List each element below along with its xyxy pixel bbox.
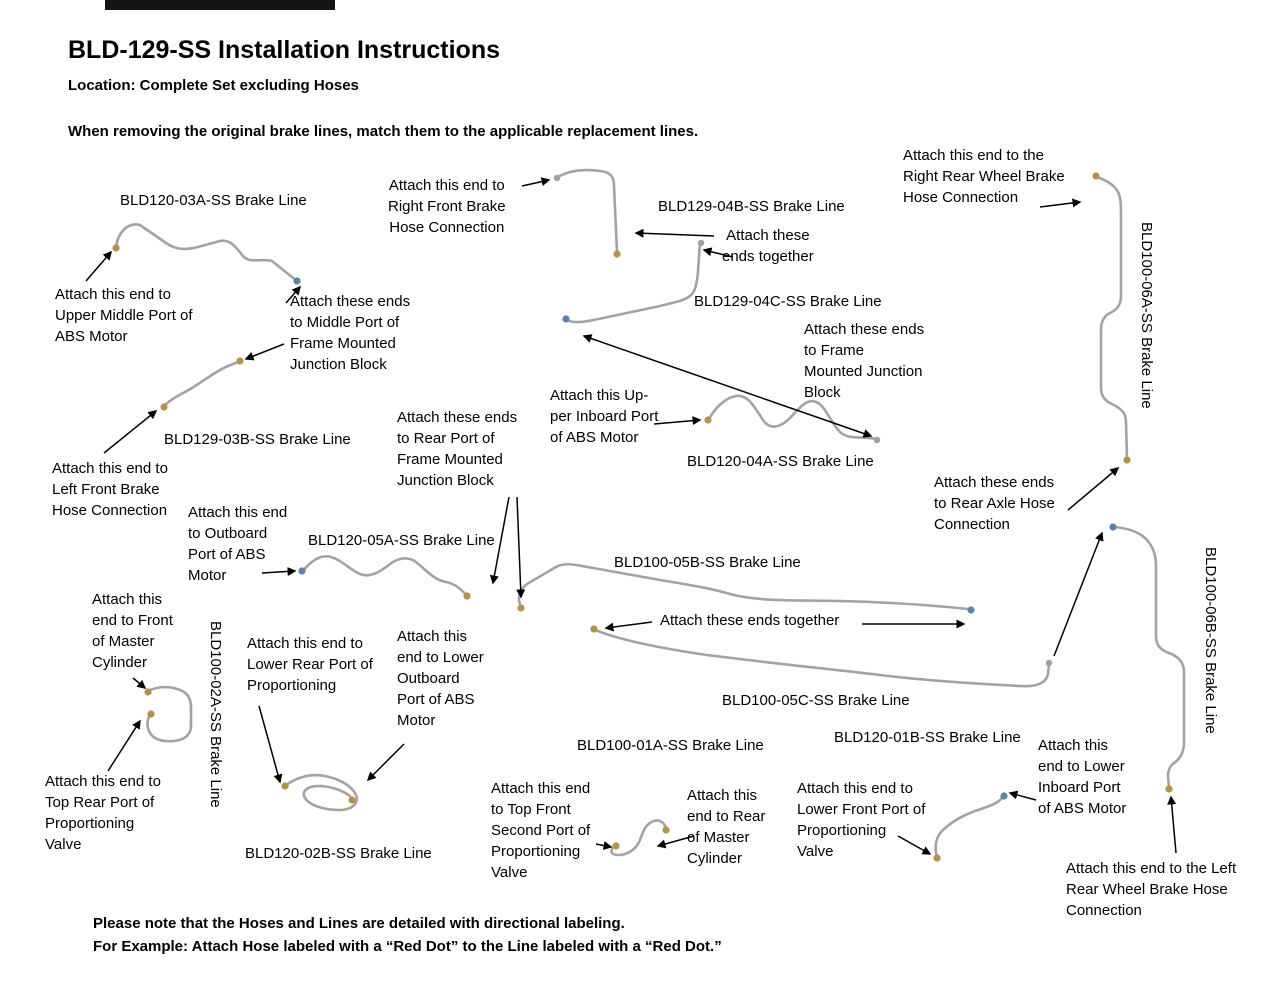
- annotation-arrows: [85, 177, 1177, 855]
- part-label-bld129-03b: BLD129-03B-SS Brake Line: [164, 431, 351, 448]
- part-label-bld100-02a: BLD100-02A-SS Brake Line: [207, 621, 224, 808]
- cropped-header-bar: [105, 0, 335, 10]
- part-label-bld129-04b: BLD129-04B-SS Brake Line: [658, 198, 845, 215]
- part-label-bld100-06a: BLD100-06A-SS Brake Line: [1138, 222, 1155, 409]
- annotation-rear-axle-hose: Attach these ends to Rear Axle Hose Conn…: [934, 474, 1055, 533]
- brake-line-bld100-06a: [1095, 175, 1129, 460]
- brake-line-bld100-06b: [1112, 525, 1186, 790]
- part-label-bld120-03a: BLD120-03A-SS Brake Line: [120, 192, 307, 209]
- part-label-bld100-06b: BLD100-06B-SS Brake Line: [1202, 547, 1219, 734]
- location-subtitle: Location: Complete Set excluding Hoses: [68, 77, 359, 94]
- annotation-ends-together-middle: Attach these ends together: [660, 612, 840, 629]
- brake-line-bld100-02a: [146, 685, 193, 743]
- brake-line-bld120-03a: [114, 223, 299, 283]
- annotation-top-rear-proportioning: Attach this end to Top Rear Port of Prop…: [45, 773, 161, 853]
- brake-line-bld129-03b: [162, 360, 240, 408]
- annotation-rear-master-cylinder: Attach this end to Rear of Master Cylind…: [687, 787, 766, 867]
- brake-line-bld120-01b: [934, 793, 1006, 859]
- annotation-outboard-abs: Attach this end to Outboard Port of ABS …: [188, 504, 288, 584]
- footer-note-2: For Example: Attach Hose labeled with a …: [93, 938, 722, 955]
- brake-line-bld120-05a: [301, 555, 468, 597]
- annotation-rear-port-junction: Attach these ends to Rear Port of Frame …: [397, 409, 518, 489]
- part-label-bld120-01b: BLD120-01B-SS Brake Line: [834, 729, 1021, 746]
- annotation-lower-rear-proportioning: Attach this end to Lower Rear Port of Pr…: [247, 635, 373, 694]
- brake-line-bld120-02b: [283, 773, 358, 812]
- footer-note-1: Please note that the Hoses and Lines are…: [93, 915, 625, 932]
- annotation-top-front-second-proportioning: Attach this end to Top Front Second Port…: [491, 780, 591, 881]
- brake-line-bld129-04b: [556, 168, 619, 254]
- annotation-front-master-cylinder: Attach this end to Front of Master Cylin…: [92, 591, 173, 671]
- annotation-lower-inboard-abs: Attach this end to Lower Inboard Port of…: [1038, 737, 1127, 817]
- annotation-ends-together-top: Attach these ends together: [722, 227, 814, 265]
- annotation-left-front-hose: Attach this end to Left Front Brake Hose…: [52, 460, 168, 519]
- line-end-fittings: [112, 172, 1173, 862]
- brake-line-bld100-05c: [593, 628, 1051, 688]
- annotation-lower-outboard-abs: Attach this end to Lower Outboard Port o…: [397, 628, 484, 729]
- part-label-bld129-04c: BLD129-04C-SS Brake Line: [694, 293, 882, 310]
- intro-instruction: When removing the original brake lines, …: [68, 123, 699, 140]
- annotation-upper-inboard-abs: Attach this Up- per Inboard Port of ABS …: [550, 387, 659, 446]
- annotation-right-rear-wheel-hose: Attach this end to the Right Rear Wheel …: [903, 147, 1065, 206]
- part-label-bld100-05b: BLD100-05B-SS Brake Line: [614, 554, 801, 571]
- part-label-bld100-05c: BLD100-05C-SS Brake Line: [722, 692, 910, 709]
- annotation-frame-mounted-junction: Attach these ends to Frame Mounted Junct…: [804, 321, 925, 401]
- brake-line-bld129-04c: [564, 242, 702, 324]
- annotation-right-front-hose: Attach this end to Right Front Brake Hos…: [388, 177, 506, 236]
- part-label-bld120-02b: BLD120-02B-SS Brake Line: [245, 845, 432, 862]
- part-label-bld100-01a: BLD100-01A-SS Brake Line: [577, 737, 764, 754]
- page-title: BLD-129-SS Installation Instructions: [68, 36, 501, 64]
- annotation-upper-middle-abs: Attach this end to Upper Middle Port of …: [55, 286, 193, 345]
- annotation-lower-front-proportioning: Attach this end to Lower Front Port of P…: [797, 780, 926, 860]
- part-label-bld120-05a: BLD120-05A-SS Brake Line: [308, 532, 495, 549]
- annotation-middle-port-junction: Attach these ends to Middle Port of Fram…: [290, 293, 411, 373]
- annotation-left-rear-wheel-hose: Attach this end to the Left Rear Wheel B…: [1066, 860, 1237, 919]
- brake-line-bld100-01a: [610, 819, 668, 857]
- part-label-bld120-04a: BLD120-04A-SS Brake Line: [687, 453, 874, 470]
- brake-line-bld100-05b: [517, 562, 970, 611]
